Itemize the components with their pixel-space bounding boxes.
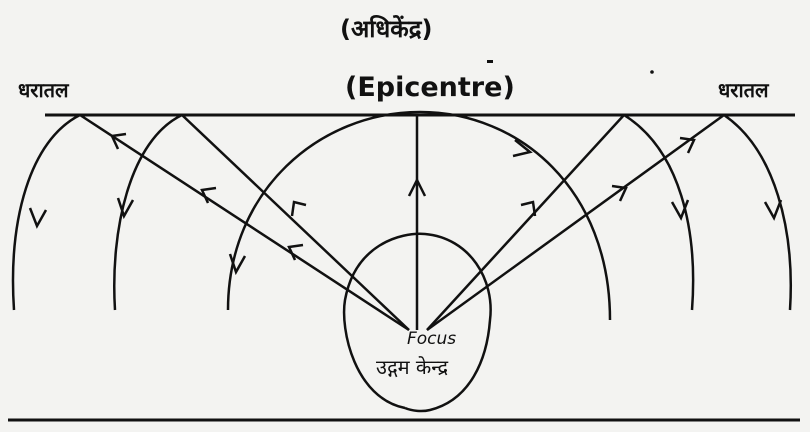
left-reflected-wave-outer-arrow bbox=[30, 208, 46, 226]
epicentre-title-english: (Epicentre) bbox=[345, 72, 515, 103]
left-ray-inner-arrow bbox=[292, 202, 306, 216]
left-ray-outer bbox=[80, 115, 409, 330]
left-reflected-wave-outer bbox=[13, 115, 80, 310]
epicentre-title-hindi: (अधिकेंद्र) bbox=[340, 12, 432, 45]
right-ray-outer bbox=[427, 115, 724, 330]
surface-label-left: धरातल bbox=[18, 76, 69, 103]
left-ray-inner bbox=[182, 115, 409, 330]
speck bbox=[650, 70, 654, 74]
surface-label-right: धरातल bbox=[718, 76, 769, 103]
right-reflected-wave-outer bbox=[724, 115, 791, 310]
central-wavefront bbox=[228, 112, 610, 320]
right-reflected-wave-outer-arrow bbox=[765, 200, 781, 218]
focus-label-hindi: उद्गम केन्द्र bbox=[376, 353, 448, 380]
left-ray-outer-arrow-3 bbox=[289, 245, 303, 260]
speck bbox=[487, 60, 493, 63]
focus-label-english: Focus bbox=[407, 329, 456, 349]
